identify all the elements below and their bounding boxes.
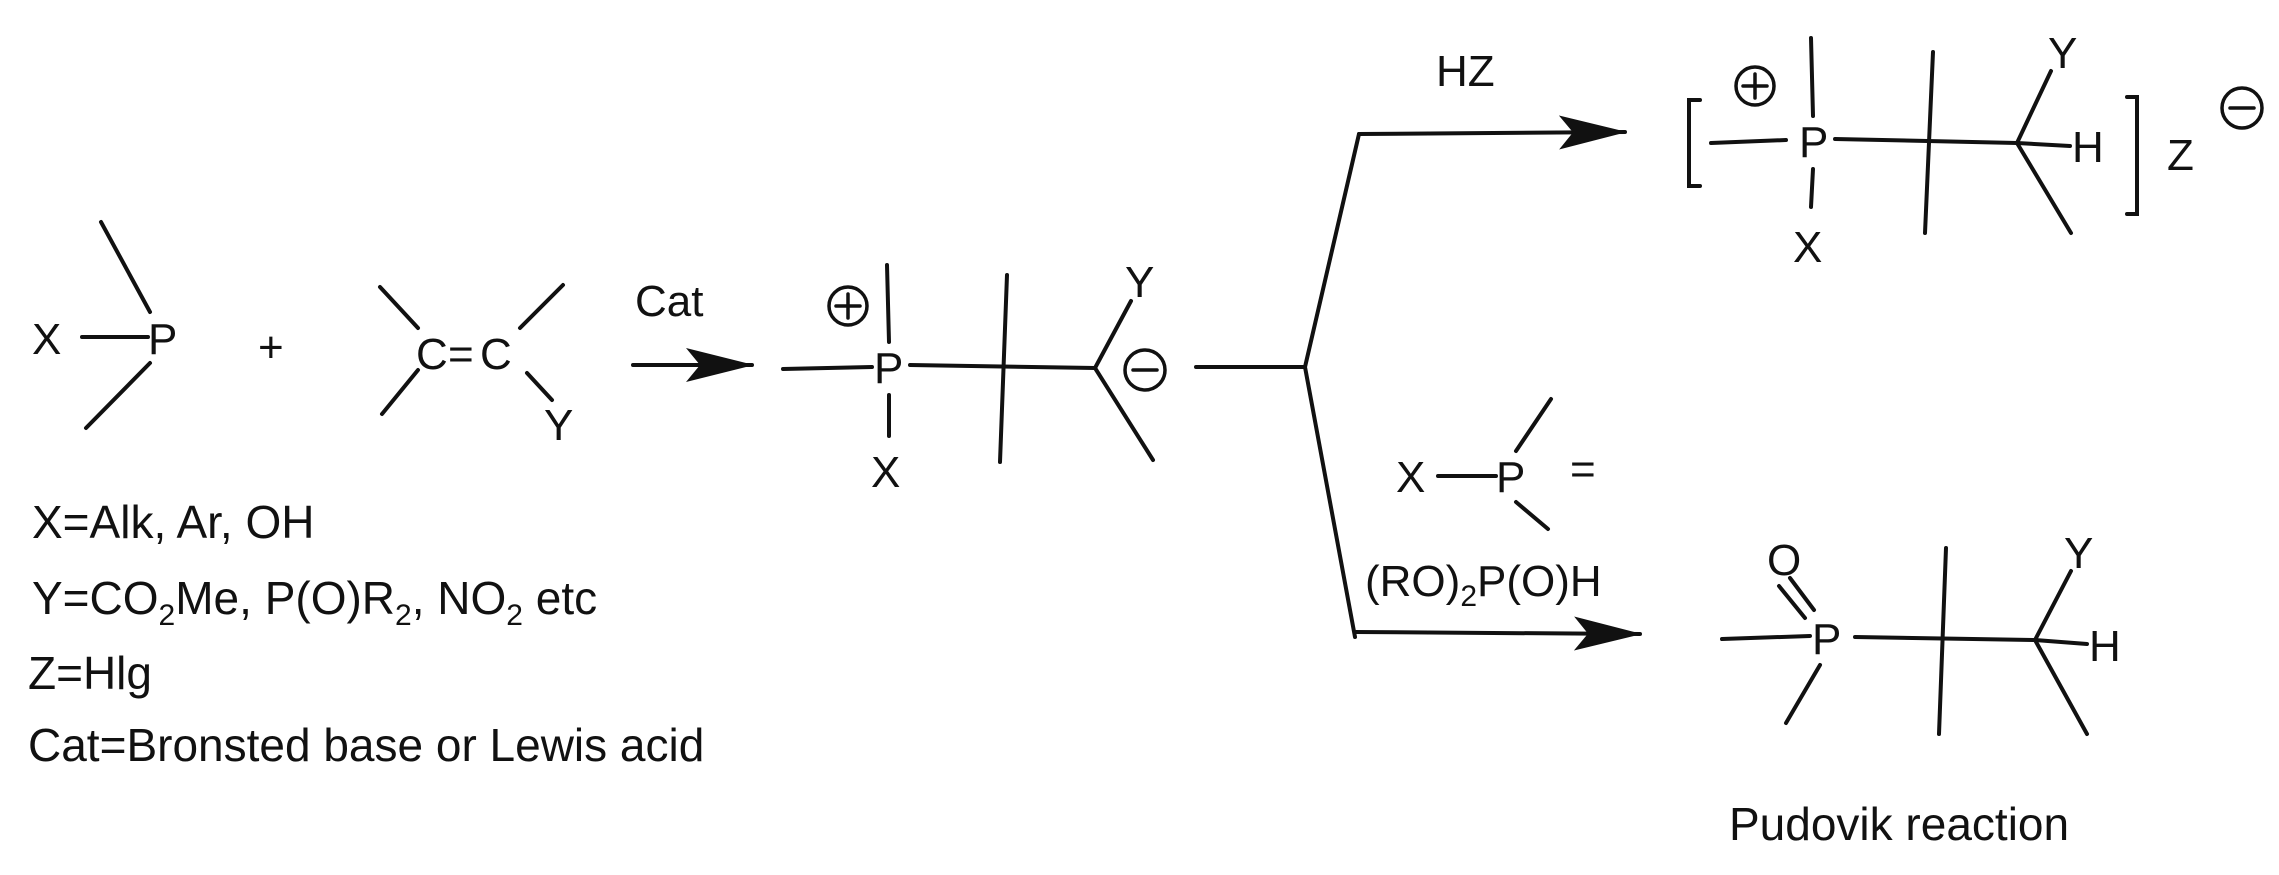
atom-p: P	[148, 315, 177, 364]
bond-c-upright	[518, 283, 565, 330]
atom-x: X	[1396, 453, 1425, 502]
bond-p-down	[84, 361, 152, 430]
product-phosphonate: O P Y H	[1720, 529, 2121, 736]
bond-c-y	[2033, 569, 2073, 642]
bond-ch3-p	[1709, 138, 1788, 145]
reactant-alkene: C = C Y	[378, 283, 573, 450]
bond-ch3-p	[781, 365, 874, 371]
negative-charge-icon	[1123, 348, 1167, 392]
bond-c-down	[2033, 638, 2089, 736]
definitions-legend: X=Alk, Ar, OH Y=CO2Me, P(O)R2, NO2 etc Z…	[28, 496, 704, 771]
atom-h: H	[2072, 123, 2104, 172]
atom-y: Y	[2064, 529, 2093, 578]
atom-c-right: C	[480, 330, 512, 379]
bond-c-downleft	[380, 368, 420, 416]
bond-quaternary-c	[1923, 50, 1935, 235]
bond-p-up	[99, 220, 152, 314]
bond-p-c	[1833, 137, 2019, 145]
phosphite-equivalence: X P =	[1396, 397, 1596, 531]
bond-carbanion-y	[1093, 299, 1133, 370]
bond-quaternary-c	[998, 273, 1009, 464]
atom-y: Y	[2048, 29, 2077, 78]
bond-p-o-1	[1777, 584, 1807, 620]
bond-quaternary-c	[1937, 546, 1948, 736]
definition-y: Y=CO2Me, P(O)R2, NO2 etc	[32, 572, 597, 632]
positive-charge-icon	[1734, 65, 1776, 107]
definition-z: Z=Hlg	[28, 647, 152, 699]
counter-ion-z: Z	[2167, 131, 2194, 180]
bracket-right	[2125, 95, 2139, 216]
definition-cat: Cat=Bronsted base or Lewis acid	[28, 719, 704, 771]
bond-p-up	[885, 263, 891, 344]
bond-c-y	[2015, 69, 2053, 145]
bond-p-down	[1809, 167, 1815, 209]
double-bond-sign: =	[448, 330, 474, 379]
atom-o: O	[1767, 536, 1801, 585]
atom-h: H	[2089, 622, 2121, 671]
bond-p-down	[1784, 663, 1822, 725]
definition-x: X=Alk, Ar, OH	[32, 496, 315, 548]
atom-c-left: C	[416, 330, 448, 379]
arrow-phosphite	[1353, 616, 1642, 651]
atom-x: X	[32, 315, 61, 364]
bond-p-c	[1853, 635, 2037, 642]
bond-carbanion-down	[1093, 366, 1155, 462]
atom-p: P	[1812, 615, 1841, 664]
positive-charge-icon	[827, 285, 869, 327]
bond-ch3-p	[1720, 634, 1812, 641]
phosphite-formula: (RO)2P(O)H	[1365, 557, 1602, 613]
catalyst-label: Cat	[635, 277, 703, 326]
bond-c-upleft	[378, 285, 420, 330]
bond-c-h	[2033, 638, 2089, 646]
plus-sign: +	[258, 323, 284, 372]
atom-p: P	[1496, 453, 1525, 502]
atom-x: X	[1793, 223, 1822, 272]
atom-y: Y	[1125, 258, 1154, 307]
bond-c-y	[525, 371, 554, 402]
bond-p-up	[1514, 397, 1553, 453]
arrow-acid	[1357, 115, 1627, 150]
reactant-phosphine: X P	[32, 220, 177, 430]
bond-p-o-2	[1788, 576, 1816, 612]
intermediate-zwitterion: P X Y	[781, 258, 1167, 497]
bond-c-h	[2015, 141, 2072, 148]
atom-p: P	[1799, 118, 1828, 167]
product-caption: Pudovik reaction	[1729, 798, 2069, 850]
acid-label: HZ	[1436, 47, 1495, 96]
bond-c-down	[2015, 141, 2073, 235]
atom-x: X	[871, 448, 900, 497]
bracket-left	[1687, 98, 1702, 188]
product-phosphonium-salt: P X Y H Z	[1687, 29, 2264, 272]
bond-p-down	[1514, 500, 1550, 531]
bond-p-up	[1809, 36, 1815, 118]
atom-y: Y	[544, 401, 573, 450]
atom-p: P	[874, 344, 903, 393]
equals-sign: =	[1570, 445, 1596, 494]
branch-connector	[1194, 132, 1361, 639]
negative-charge-icon	[2220, 86, 2264, 130]
